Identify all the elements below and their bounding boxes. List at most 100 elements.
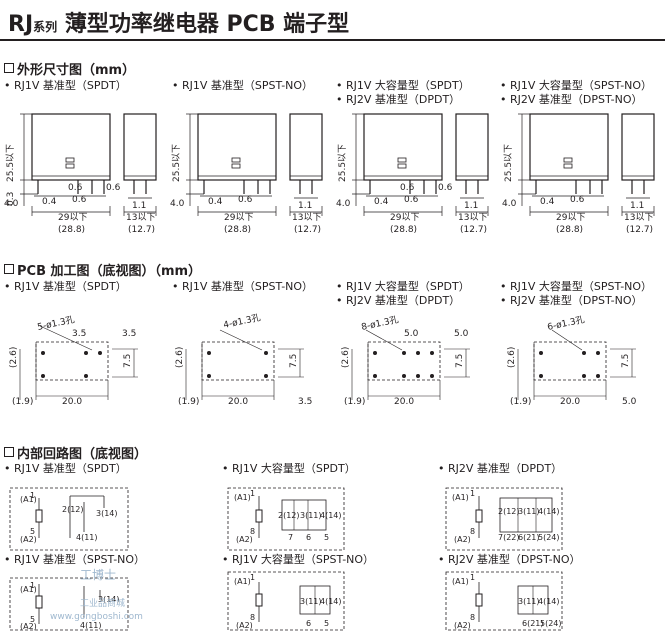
svg-text:3.5: 3.5 [298,397,312,407]
dim-model-label-1: • RJ1V 基准型（SPDT） [4,79,127,92]
pcb-drawing-2: 4-ø1.3孔 7.5 (2.6) (1.9) 20.0 3.5 [175,312,312,407]
dim-pin-gap-label: 0.6 [68,183,83,193]
svg-text:25.5以下: 25.5以下 [338,144,348,182]
svg-text:0.6: 0.6 [570,195,585,205]
svg-text:3(11): 3(11) [300,597,322,606]
svg-text:(A1): (A1) [452,493,469,502]
svg-text:1: 1 [250,573,255,582]
circuit-model-label-4: • RJ1V 基准型（SPST-NO） [4,553,146,566]
svg-text:(2.6): (2.6) [507,347,517,368]
pcb-hole-label-3: 8-ø1.3孔 [360,314,399,333]
svg-text:5.0: 5.0 [454,329,469,339]
svg-text:8: 8 [250,527,255,536]
svg-text:5.0: 5.0 [622,397,637,407]
pcb-hole-label-2: 4-ø1.3孔 [222,312,261,331]
svg-text:25.5以下: 25.5以下 [504,144,514,182]
svg-text:20.0: 20.0 [560,397,580,407]
dimension-drawings: 25.5以下 0.3 4.0 0.4 0.6 0.6 0.6 29以下 (28.… [4,113,655,235]
watermark-subtitle: 工业品商城 [80,599,126,609]
pcb-model-label-2: • RJ1V 基准型（SPST-NO） [172,280,314,293]
svg-text:13以下: 13以下 [624,213,653,223]
svg-text:4(11): 4(11) [76,533,98,542]
svg-text:13以下: 13以下 [292,213,321,223]
circuit-diagram-5: (A1) 1 3(11) 4(14) 6 5 8 (A2) [227,571,345,631]
svg-text:0.4: 0.4 [208,197,223,207]
svg-text:0.6: 0.6 [238,195,253,205]
dim-model-label-4: • RJ1V 大容量型（SPST-NO）• RJ2V 基准型（DPST-NO） [500,79,653,106]
svg-text:5: 5 [30,615,35,624]
circuit-diagram-2: (A1) 1 2(12) 3(11) 4(14) 7 6 5 8 (A2) [227,487,345,551]
svg-text:(28.8): (28.8) [390,225,417,235]
svg-text:25.5以下: 25.5以下 [172,144,182,182]
svg-text:(A1): (A1) [234,493,251,502]
svg-text:4(14): 4(14) [538,597,560,606]
circuit-diagram-3: (A1) 1 2(12) 3(11) 4(14) 7(22) 6(21) 5(2… [445,487,563,551]
svg-text:4(14): 4(14) [320,597,342,606]
svg-text:(1.9): (1.9) [344,397,365,407]
svg-text:0.4: 0.4 [374,197,389,207]
svg-text:(12.7): (12.7) [460,225,487,235]
svg-text:4.0: 4.0 [502,199,517,209]
dim-model-label-2: • RJ1V 基准型（SPST-NO） [172,79,314,92]
dim-base-label: 0.3 [6,192,16,206]
pcb-drawing-1: 5-ø1.3孔 3.5 3.5 7.5 (2.6) (1.9) 20.0 [9,314,139,407]
svg-text:3(14): 3(14) [96,509,118,518]
svg-text:4(14): 4(14) [320,511,342,520]
svg-text:3(11): 3(11) [518,507,540,516]
square-bullet-icon [4,264,14,274]
circuit-model-label-5: • RJ1V 大容量型（SPST-NO） [222,553,375,566]
svg-text:0.6: 0.6 [400,183,415,193]
dim-width-ref-label: (28.8) [58,225,85,235]
svg-text:0.6: 0.6 [438,183,453,193]
svg-text:0.6: 0.6 [106,183,121,193]
svg-text:(1.9): (1.9) [12,397,33,407]
svg-text:8: 8 [470,613,475,622]
svg-text:5: 5 [30,527,35,536]
svg-text:3.5: 3.5 [72,329,86,339]
svg-text:(A2): (A2) [454,535,471,544]
section-heading-pcb: PCB 加工图（底视图）（mm） [4,260,201,279]
svg-text:7: 7 [288,533,293,542]
dim-thick-label: 1.1 [132,201,146,211]
svg-text:(A2): (A2) [236,621,253,630]
circuit-diagrams: (A1) 1 2(12) 3(14) 4(11) 5 (A2) (A1) 1 2… [9,487,563,631]
pcb-model-label-4: • RJ1V 大容量型（SPST-NO）• RJ2V 基准型（DPST-NO） [500,280,653,307]
svg-text:3(11): 3(11) [518,597,540,606]
svg-text:5(24): 5(24) [540,619,562,628]
svg-text:4(14): 4(14) [538,507,560,516]
svg-text:0.4: 0.4 [540,197,555,207]
svg-text:(28.8): (28.8) [556,225,583,235]
svg-text:(12.7): (12.7) [626,225,653,235]
watermark-text: 工博士 [80,568,117,582]
svg-text:5.0: 5.0 [404,329,419,339]
square-bullet-icon [4,447,14,457]
svg-text:8: 8 [470,527,475,536]
circuit-model-label-6: • RJ2V 基准型（DPST-NO） [438,553,581,566]
pcb-model-label-1: • RJ1V 基准型（SPDT） [4,280,127,293]
svg-text:4.0: 4.0 [336,199,351,209]
dim-depth-ref-label: (12.7) [128,225,155,235]
svg-text:7.5: 7.5 [289,354,299,368]
svg-text:5(24): 5(24) [538,533,560,542]
watermark-url: www.gongboshi.com [50,612,143,622]
circuit-model-label-2: • RJ1V 大容量型（SPDT） [222,462,356,475]
section-heading-circuit: 内部回路图（底视图） [4,443,147,462]
circuit-model-label-1: • RJ1V 基准型（SPDT） [4,462,127,475]
svg-text:3(11): 3(11) [300,511,322,520]
svg-text:1.1: 1.1 [298,201,312,211]
svg-text:7.5: 7.5 [455,354,465,368]
svg-text:(1.9): (1.9) [510,397,531,407]
svg-text:3(14): 3(14) [98,595,120,604]
dim-width-label: 29以下 [58,213,87,223]
svg-text:(12.7): (12.7) [294,225,321,235]
svg-text:(1.9): (1.9) [178,397,199,407]
svg-text:(A1): (A1) [20,495,37,504]
svg-text:29以下: 29以下 [390,213,419,223]
svg-text:0.6: 0.6 [404,195,419,205]
svg-text:3.5: 3.5 [122,329,136,339]
svg-text:8: 8 [250,613,255,622]
svg-text:7(22): 7(22) [498,533,520,542]
svg-text:2(12): 2(12) [278,511,300,520]
svg-text:1.1: 1.1 [464,201,478,211]
svg-text:7.5: 7.5 [123,354,133,368]
